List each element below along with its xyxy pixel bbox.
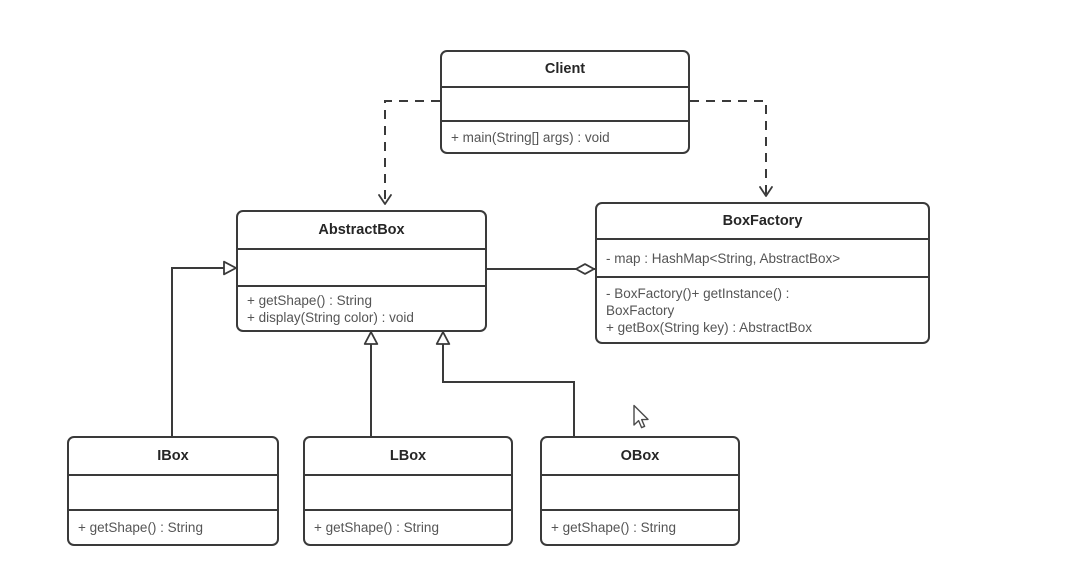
edge-client-to-abstractbox xyxy=(378,100,440,205)
operation-line: - BoxFactory()+ getInstance() : xyxy=(606,285,790,301)
uml-class-lbox[interactable]: LBox + getShape() : String xyxy=(303,436,513,546)
uml-class-abstractbox[interactable]: AbstractBox + getShape() : String + disp… xyxy=(236,210,487,332)
class-attributes-abstractbox xyxy=(238,250,485,287)
class-name-ibox: IBox xyxy=(69,438,277,476)
class-operations-client: + main(String[] args) : void xyxy=(442,122,688,152)
operation-line: + main(String[] args) : void xyxy=(451,129,610,145)
uml-class-obox[interactable]: OBox + getShape() : String xyxy=(540,436,740,546)
edge-client-to-boxfactory xyxy=(690,100,773,197)
class-name-obox: OBox xyxy=(542,438,738,476)
attribute-line: - map : HashMap<String, AbstractBox> xyxy=(606,250,841,266)
operation-line: + getShape() : String xyxy=(314,520,439,535)
class-attributes-ibox xyxy=(69,476,277,511)
class-attributes-client xyxy=(442,88,688,122)
class-operations-boxfactory: - BoxFactory()+ getInstance() : BoxFacto… xyxy=(597,278,928,342)
class-name-boxfactory: BoxFactory xyxy=(597,204,928,240)
operation-line: BoxFactory xyxy=(606,302,675,318)
edge-obox-to-abstractbox xyxy=(435,331,575,436)
class-attributes-boxfactory: - map : HashMap<String, AbstractBox> xyxy=(597,240,928,278)
uml-class-boxfactory[interactable]: BoxFactory - map : HashMap<String, Abstr… xyxy=(595,202,930,344)
class-attributes-obox xyxy=(542,476,738,511)
operation-line: + getShape() : String xyxy=(247,292,372,308)
uml-class-ibox[interactable]: IBox + getShape() : String xyxy=(67,436,279,546)
class-name-lbox: LBox xyxy=(305,438,511,476)
operation-line: + getShape() : String xyxy=(78,520,203,535)
class-name-abstractbox: AbstractBox xyxy=(238,212,485,250)
operation-line: + getShape() : String xyxy=(551,520,676,535)
edge-ibox-to-abstractbox xyxy=(171,260,237,436)
class-operations-ibox: + getShape() : String xyxy=(69,511,277,544)
uml-class-client[interactable]: Client + main(String[] args) : void xyxy=(440,50,690,154)
operation-line: + display(String color) : void xyxy=(247,309,414,325)
class-attributes-lbox xyxy=(305,476,511,511)
class-operations-abstractbox: + getShape() : String + display(String c… xyxy=(238,287,485,330)
class-operations-obox: + getShape() : String xyxy=(542,511,738,544)
mouse-pointer-icon xyxy=(633,404,649,429)
class-operations-lbox: + getShape() : String xyxy=(305,511,511,544)
operation-line: + getBox(String key) : AbstractBox xyxy=(606,319,812,335)
class-name-client: Client xyxy=(442,52,688,88)
